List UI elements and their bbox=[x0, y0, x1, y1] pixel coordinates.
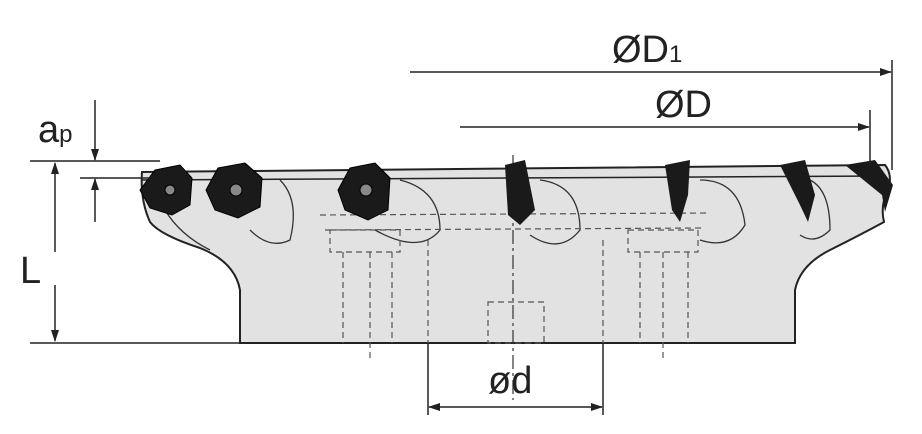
od-label: ØD bbox=[655, 84, 712, 126]
insert-icon bbox=[780, 160, 815, 222]
insert-icon bbox=[505, 160, 535, 225]
bore-diameter-label: ød bbox=[488, 360, 532, 402]
round-inserts bbox=[139, 162, 391, 221]
side-inserts bbox=[505, 160, 893, 225]
l-label: L bbox=[20, 250, 41, 292]
insert-icon bbox=[665, 160, 690, 222]
insert-icon bbox=[845, 160, 893, 212]
ap-label: ap bbox=[38, 109, 73, 151]
od1-label: ØD1 bbox=[612, 29, 682, 71]
